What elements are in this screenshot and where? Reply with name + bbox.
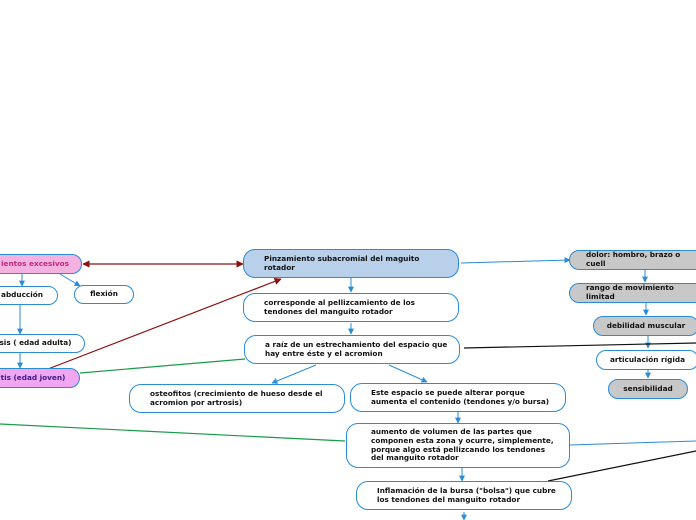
node-articulacion-rigida[interactable]: articulación rígida (596, 350, 696, 370)
node-debilidad-muscular-label: debilidad muscular (606, 320, 686, 330)
node-abduccion[interactable]: abducción (0, 286, 58, 305)
node-artrosis[interactable]: sis ( edad adulta) (0, 334, 85, 353)
link-estrechamiento-right (463, 342, 696, 349)
link-tendinitis-pinzamiento (47, 277, 282, 370)
node-osteofitos[interactable]: osteofitos (crecimiento de hueso desde e… (129, 384, 345, 413)
node-estrechamiento-label: a raíz de un estrechamiento del espacio … (265, 339, 448, 358)
node-flexion-label: flexión (90, 289, 118, 299)
node-dolor-label: dolor: hombro, brazo o cuell (586, 250, 681, 268)
node-pellizcamiento-label: corresponde al pellizcamiento de los ten… (264, 297, 415, 316)
node-aumento-volumen[interactable]: aumento de volumen de las partes que com… (346, 423, 570, 468)
node-pinzamiento-subacromial[interactable]: Pinzamiento subacromial del maguito rota… (243, 249, 459, 278)
arrow-aumento-right (569, 440, 696, 446)
node-movimientos-excesivos[interactable]: ientos excesivos (0, 254, 82, 274)
node-pellizcamiento[interactable]: corresponde al pellizcamiento de los ten… (243, 293, 459, 322)
node-sensibilidad[interactable]: sensibilidad (608, 379, 688, 399)
node-osteofitos-label: osteofitos (crecimiento de hueso desde e… (150, 388, 323, 407)
node-flexion[interactable]: flexión (74, 285, 134, 304)
node-inflamacion-bursa-label: Inflamación de la bursa ("bolsa") que cu… (377, 485, 556, 504)
node-pinzamiento-subacromial-label: Pinzamiento subacromial del maguito rota… (264, 253, 420, 272)
link-left-aumento (0, 423, 346, 442)
node-tendinitis-label: tis (edad joven) (0, 372, 66, 382)
node-inflamacion-bursa[interactable]: Inflamación de la bursa ("bolsa") que cu… (356, 481, 572, 510)
node-dolor[interactable]: dolor: hombro, brazo o cuell (569, 250, 696, 270)
arrow-estrechamiento-osteofitos (271, 364, 317, 384)
node-espacio-alterado-label: Este espacio se puede alterar porque aum… (371, 387, 550, 406)
node-sensibilidad-label: sensibilidad (623, 383, 673, 393)
node-aumento-volumen-label: aumento de volumen de las partes que com… (371, 427, 554, 463)
node-debilidad-muscular[interactable]: debilidad muscular (593, 316, 696, 336)
arrow-movimientos-flexion (59, 273, 81, 287)
arrow-pinzamiento-dolor (460, 257, 571, 264)
node-movimientos-excesivos-label: ientos excesivos (1, 258, 69, 268)
node-articulacion-rigida-label: articulación rígida (609, 354, 685, 364)
arrow-estrechamiento-espacio (388, 364, 428, 383)
node-artrosis-label: sis ( edad adulta) (0, 338, 72, 348)
link-tendinitis-estrechamiento (79, 358, 246, 374)
node-tendinitis[interactable]: tis (edad joven) (0, 368, 80, 388)
node-espacio-alterado[interactable]: Este espacio se puede alterar porque aum… (350, 383, 566, 412)
node-abduccion-label: abducción (1, 290, 43, 300)
node-rango-movimiento-label: rango de movimiento limitad (586, 283, 674, 301)
link-inflamacion-right (547, 450, 696, 482)
node-rango-movimiento[interactable]: rango de movimiento limitad (569, 283, 696, 303)
node-estrechamiento[interactable]: a raíz de un estrechamiento del espacio … (244, 335, 460, 364)
